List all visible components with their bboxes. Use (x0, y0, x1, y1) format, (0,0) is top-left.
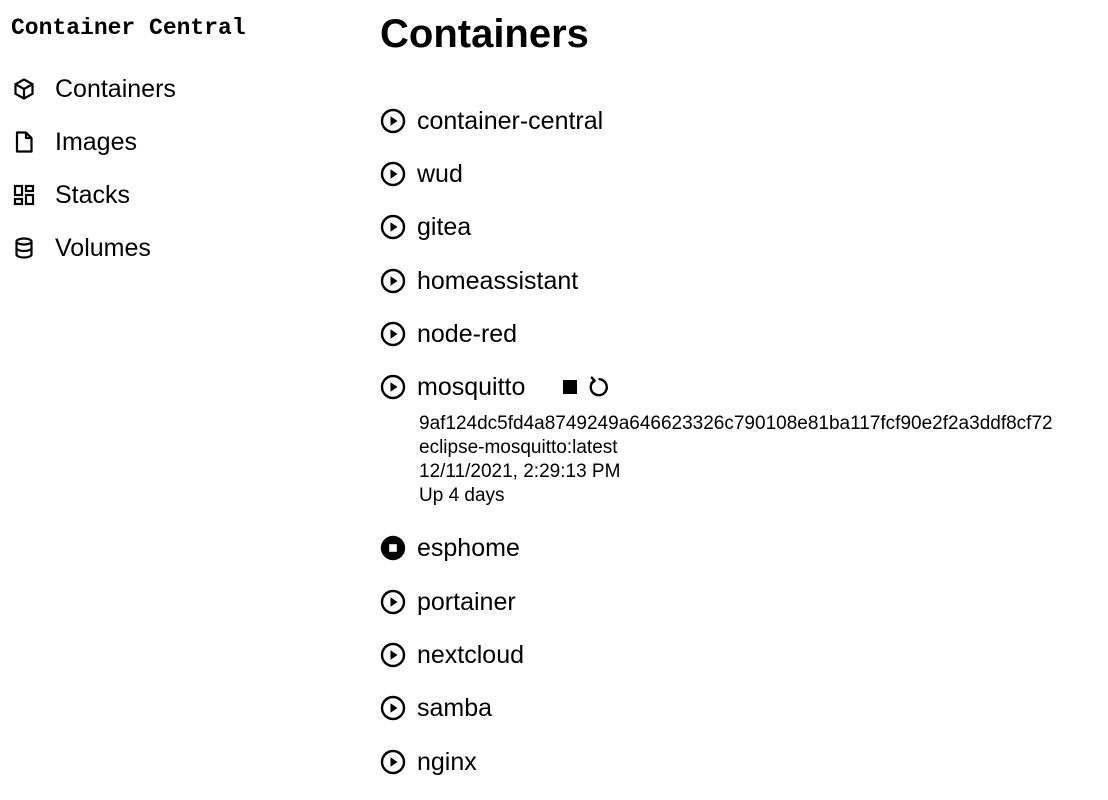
container-id: 9af124dc5fd4a8749249a646623326c790108e81… (419, 412, 1053, 434)
container-name[interactable]: nextcloud (417, 641, 525, 670)
sidebar-item-label: Stacks (55, 180, 131, 209)
container-name[interactable]: gitea (417, 213, 472, 242)
container-row: homeassistant (380, 254, 1108, 307)
main-content: Containers container-central wud gitea (380, 0, 1108, 800)
container-row: samba (380, 682, 1108, 735)
file-icon (12, 129, 38, 155)
container-status: Up 4 days (419, 484, 505, 506)
restart-icon[interactable] (586, 375, 610, 399)
container-actions (558, 375, 614, 399)
container-row: mosquitto (380, 360, 1108, 413)
container-row: wud (380, 147, 1108, 200)
container-list: container-central wud gitea homeassistan… (380, 94, 1108, 788)
sidebar-item-images[interactable]: Images (12, 115, 176, 168)
stop-circle-icon[interactable] (380, 535, 406, 561)
container-row: gitea (380, 201, 1108, 254)
app-title: Container Central (11, 15, 246, 41)
container-name[interactable]: portainer (417, 587, 516, 616)
play-circle-icon[interactable] (380, 642, 406, 668)
sidebar-item-label: Containers (55, 74, 176, 103)
sidebar-item-containers[interactable]: Containers (12, 62, 176, 115)
container-row: esphome (380, 522, 1108, 575)
dashboard-icon (12, 182, 38, 208)
cube-icon (12, 76, 38, 102)
play-circle-icon[interactable] (380, 695, 406, 721)
play-circle-icon[interactable] (380, 214, 406, 240)
play-circle-icon[interactable] (380, 749, 406, 775)
play-circle-icon[interactable] (380, 321, 406, 347)
container-details: 9af124dc5fd4a8749249a646623326c790108e81… (380, 412, 1108, 508)
container-name[interactable]: container-central (417, 106, 604, 135)
container-row: node-red (380, 307, 1108, 360)
sidebar-nav: Containers Images Stacks (12, 62, 176, 274)
stop-icon[interactable] (558, 375, 582, 399)
container-image: eclipse-mosquitto:latest (419, 436, 618, 458)
play-circle-icon[interactable] (380, 161, 406, 187)
play-circle-icon[interactable] (380, 374, 406, 400)
database-icon (12, 235, 38, 261)
container-row: nextcloud (380, 628, 1108, 681)
container-row: portainer (380, 575, 1108, 628)
container-name[interactable]: nginx (417, 747, 477, 776)
container-row: nginx (380, 735, 1108, 788)
container-name[interactable]: homeassistant (417, 266, 579, 295)
page-title: Containers (380, 12, 589, 56)
play-circle-icon[interactable] (380, 268, 406, 294)
container-name[interactable]: node-red (417, 319, 518, 348)
sidebar: Container Central Containers Images (0, 0, 360, 800)
container-created: 12/11/2021, 2:29:13 PM (419, 460, 621, 482)
sidebar-item-stacks[interactable]: Stacks (12, 168, 176, 221)
play-circle-icon[interactable] (380, 589, 406, 615)
container-name[interactable]: mosquitto (417, 373, 526, 402)
container-name[interactable]: esphome (417, 534, 520, 563)
sidebar-item-volumes[interactable]: Volumes (12, 221, 176, 274)
sidebar-item-label: Volumes (55, 233, 151, 262)
play-circle-icon[interactable] (380, 108, 406, 134)
container-name[interactable]: wud (417, 159, 463, 188)
container-row: container-central (380, 94, 1108, 147)
sidebar-item-label: Images (55, 127, 137, 156)
container-name[interactable]: samba (417, 694, 493, 723)
